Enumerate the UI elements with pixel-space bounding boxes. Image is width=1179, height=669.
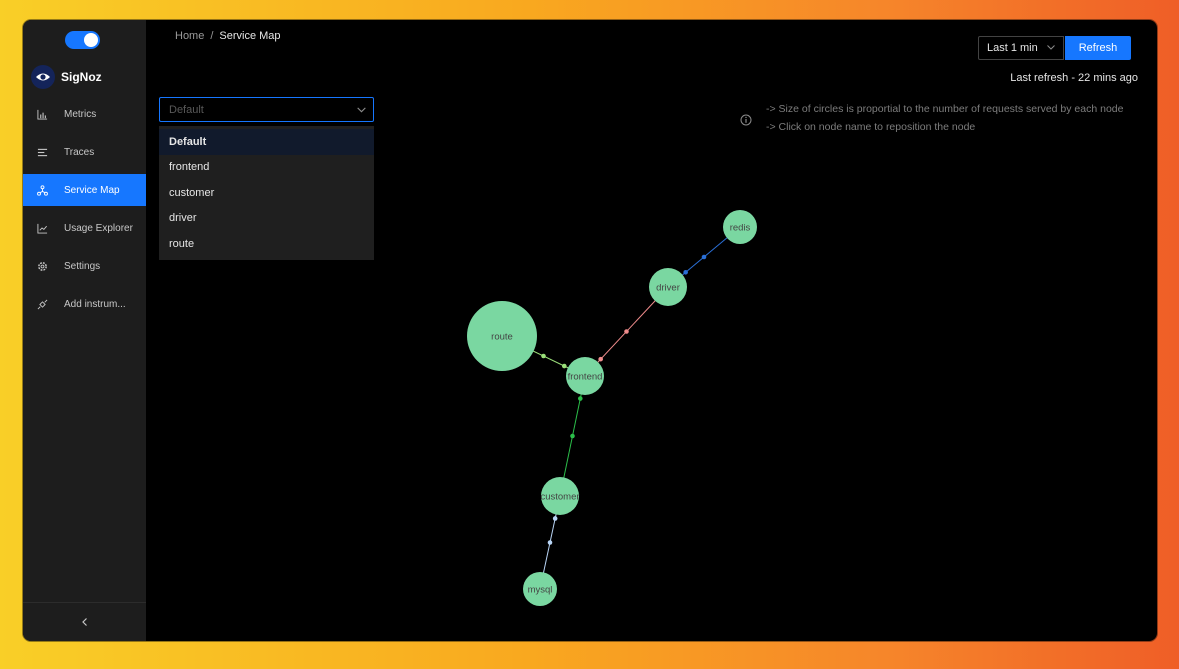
service-filter-dropdown: Default frontend customer driver route — [159, 126, 374, 260]
sidebar-item-label: Settings — [64, 260, 101, 272]
graph-link-particle — [701, 254, 707, 260]
graph-link-particle — [598, 356, 603, 362]
breadcrumb: Home / Service Map — [175, 30, 281, 42]
brand[interactable]: SigNoz — [31, 65, 102, 89]
sidebar-item-label: Metrics — [64, 108, 97, 120]
breadcrumb-current: Service Map — [219, 30, 281, 42]
graph-link-particle — [683, 269, 688, 275]
theme-toggle[interactable] — [65, 31, 100, 49]
time-range-select[interactable]: Last 1 min — [978, 36, 1064, 60]
graph-link-particle — [547, 540, 553, 545]
sidebar-item-label: Add instrum... — [64, 298, 126, 310]
service-filter-select[interactable]: Default — [159, 97, 374, 122]
dropdown-option-default[interactable]: Default — [159, 129, 374, 155]
sidebar-item-label: Usage Explorer — [64, 222, 133, 234]
sidebar-item-label: Service Map — [64, 184, 120, 196]
graph-node-customer[interactable]: customer — [540, 477, 580, 515]
dropdown-option-driver[interactable]: driver — [169, 212, 197, 225]
chevron-down-icon — [1047, 45, 1055, 50]
graph-node-circle[interactable] — [541, 477, 579, 515]
graph-node-circle[interactable] — [467, 301, 537, 371]
dropdown-option-frontend[interactable]: frontend — [169, 161, 210, 174]
graph-node-label[interactable]: redis — [730, 223, 751, 234]
bar-chart-icon — [37, 109, 48, 120]
graph-node-redis[interactable]: redis — [723, 210, 757, 244]
app-window: SigNoz Metrics Traces Service Map Usage … — [23, 20, 1157, 641]
main-content: Home / Service Map Last 1 min Refresh Last… — [146, 20, 1157, 641]
brand-name: SigNoz — [61, 70, 102, 84]
service-map-graph: redis driver route frontend customer mysql — [467, 210, 757, 606]
dropdown-option-customer[interactable]: customer — [169, 186, 215, 199]
info-line: -> Size of circles is proportial to the … — [766, 103, 1124, 115]
sidebar-item-service-map[interactable]: Service Map — [23, 174, 146, 206]
time-range-value: Last 1 min — [987, 42, 1038, 54]
sidebar-item-label: Traces — [64, 146, 95, 158]
chevron-down-icon — [357, 107, 366, 113]
graph-link-particle — [570, 433, 575, 439]
graph-node-circle[interactable] — [523, 572, 557, 606]
info-line: -> Click on node name to reposition the … — [766, 121, 976, 133]
graph-link-particle — [578, 396, 583, 401]
graph-node-circle[interactable] — [723, 210, 757, 244]
breadcrumb-separator: / — [210, 30, 214, 42]
graph-link-particle — [624, 329, 629, 334]
deployment-unit-icon — [37, 184, 48, 196]
graph-node-driver[interactable]: driver — [649, 268, 687, 306]
line-chart-icon — [37, 223, 48, 234]
toggle-knob — [84, 33, 98, 47]
graph-node-label[interactable]: frontend — [568, 372, 603, 383]
service-filter-value: Default — [169, 103, 204, 116]
graph-node-route[interactable]: route — [467, 301, 537, 371]
sidebar-item-settings[interactable]: Settings — [23, 250, 146, 282]
sidebar: SigNoz Metrics Traces Service Map Usage … — [23, 20, 146, 641]
graph-node-circle[interactable] — [566, 357, 604, 395]
graph-link-particle — [552, 516, 558, 521]
graph-node-label[interactable]: driver — [656, 283, 680, 294]
sidebar-nav: Metrics Traces Service Map Usage Explore… — [23, 98, 146, 326]
breadcrumb-home[interactable]: Home — [175, 30, 205, 42]
graph-node-frontend[interactable]: frontend — [566, 357, 604, 395]
graph-node-label[interactable]: customer — [540, 492, 579, 503]
refresh-button[interactable]: Refresh — [1065, 36, 1131, 60]
graph-node-label[interactable]: route — [491, 332, 513, 343]
graph-node-mysql[interactable]: mysql — [523, 572, 557, 606]
signoz-eye-icon — [31, 65, 55, 89]
graph-link-particle — [561, 363, 567, 369]
api-icon — [37, 299, 48, 309]
sidebar-item-traces[interactable]: Traces — [23, 136, 146, 168]
graph-node-label[interactable]: mysql — [528, 585, 553, 596]
last-refresh-text: Last refresh - 22 mins ago — [1010, 72, 1138, 84]
graph-link-particle — [541, 353, 546, 359]
align-left-icon — [37, 148, 48, 156]
sidebar-item-add-instrumentation[interactable]: Add instrum... — [23, 288, 146, 320]
gear-icon — [38, 261, 47, 271]
sidebar-item-usage-explorer[interactable]: Usage Explorer — [23, 212, 146, 244]
chevron-left-icon — [81, 618, 87, 626]
graph-node-circle[interactable] — [649, 268, 687, 306]
sidebar-item-metrics[interactable]: Metrics — [23, 98, 146, 130]
info-text: -> Size of circles is proportial to the … — [766, 100, 1123, 136]
info-circle-icon — [740, 114, 752, 126]
dropdown-option-route[interactable]: route — [169, 237, 195, 250]
sidebar-collapse-button[interactable] — [23, 602, 146, 641]
